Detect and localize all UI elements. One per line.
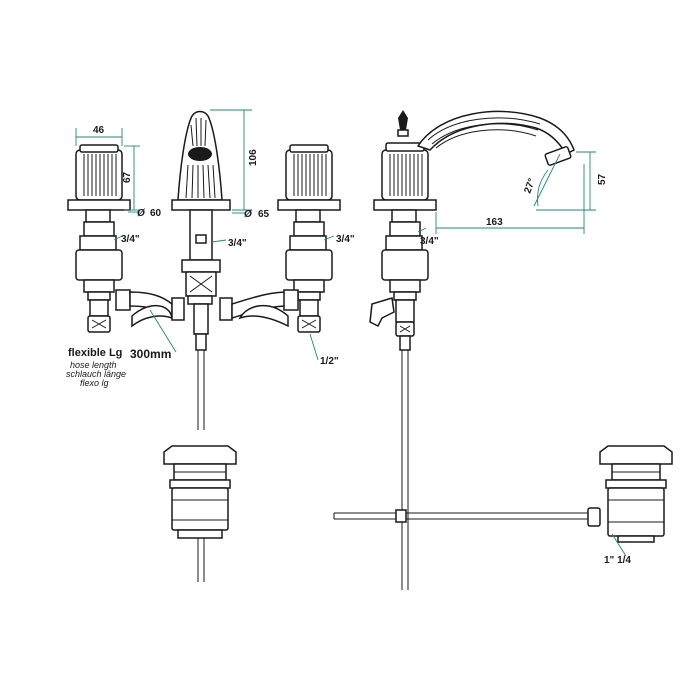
hose-length-label: 300mm bbox=[130, 347, 171, 361]
side-waste bbox=[599, 445, 673, 543]
front-waste bbox=[163, 350, 237, 582]
diameter-symbol-left: Ø bbox=[137, 208, 146, 219]
hose-note-italian: flexo lg bbox=[80, 378, 109, 388]
spout-diameter-label: 65 bbox=[258, 209, 270, 220]
left-handle bbox=[67, 144, 131, 333]
center-thread-label: 3/4" bbox=[228, 238, 247, 249]
hose-note-english: hose length bbox=[70, 360, 117, 370]
spout-angle-label: 27° bbox=[522, 177, 538, 195]
hose-connection-label: 1/2" bbox=[320, 356, 339, 367]
right-thread-label: 3/4" bbox=[336, 234, 355, 245]
front-view bbox=[67, 110, 341, 582]
side-dimensions bbox=[417, 151, 627, 557]
center-spout bbox=[171, 110, 231, 351]
diameter-symbol-center: Ø bbox=[244, 209, 253, 220]
right-handle bbox=[277, 144, 341, 333]
hose-note-german: schlauch länge bbox=[66, 369, 126, 379]
handle-width-label: 46 bbox=[93, 125, 105, 136]
spout-side-height-label: 57 bbox=[597, 173, 608, 185]
side-view bbox=[333, 110, 601, 590]
spout-reach-label: 163 bbox=[486, 217, 503, 228]
connecting-pipes bbox=[115, 289, 299, 328]
hose-note-title: flexible Lg bbox=[68, 347, 122, 359]
spout-height-label: 106 bbox=[248, 149, 259, 166]
front-dimensions bbox=[75, 109, 335, 361]
handle-diameter-label: 60 bbox=[150, 208, 162, 219]
waste-thread-label: 1" 1/4 bbox=[604, 555, 631, 566]
handle-height-label: 67 bbox=[122, 171, 133, 183]
side-thread-label: 3/4" bbox=[420, 236, 439, 247]
left-thread-label: 3/4" bbox=[121, 234, 140, 245]
